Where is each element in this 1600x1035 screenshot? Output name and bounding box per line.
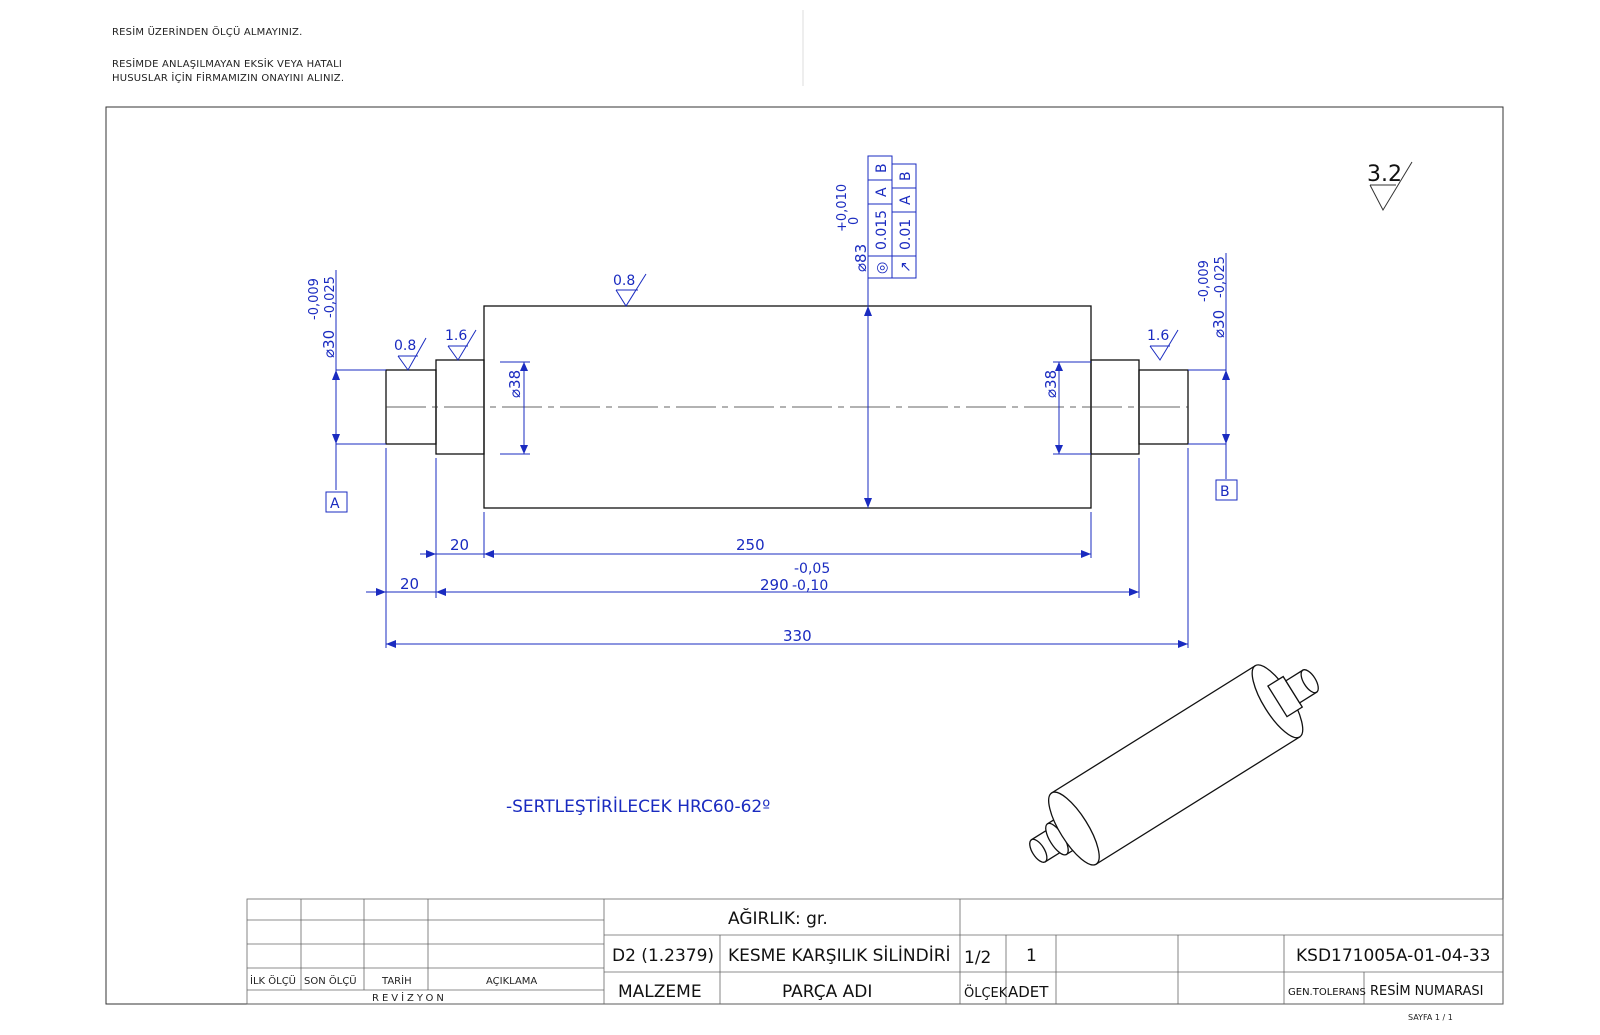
gdt-runout-ref1: A	[898, 195, 914, 205]
drawing-number-value: KSD171005A-01-04-33	[1296, 946, 1490, 966]
weight-label: AĞIRLIK: gr.	[728, 907, 828, 929]
left-shaft-tol-upper: -0,009	[307, 278, 322, 320]
gdt-concentricity-ref1: A	[874, 187, 890, 197]
len-mid-tol-lower: -0,10	[792, 578, 828, 594]
rev-first-measure: İLK ÖLÇÜ	[250, 974, 296, 987]
revision-texts: İLK ÖLÇÜ SON ÖLÇÜ TARİH AÇIKLAMA REVİZYO…	[250, 974, 1453, 1022]
drawing-number-label: RESİM NUMARASI	[1370, 983, 1484, 999]
tolerance-label: GEN.TOLERANS	[1288, 987, 1366, 998]
body-tol-upper: +0,010	[835, 184, 850, 232]
material-value: D2 (1.2379)	[612, 946, 714, 966]
roughness-values: 0.8 1.6 0.8 1.6	[394, 273, 1169, 354]
part-name-label: PARÇA ADI	[782, 982, 872, 1002]
revision-title: REVİZYON	[372, 991, 447, 1004]
scale-value: 1/2	[964, 948, 991, 968]
dimension-arrows	[332, 306, 1230, 648]
gdt-concentricity-symbol: ◎	[874, 262, 890, 274]
note-unclear-line2: HUSUSLAR İÇİN FİRMAMIZIN ONAYINI ALINIZ.	[112, 73, 345, 84]
material-label: MALZEME	[618, 982, 702, 1002]
rev-last-measure: SON ÖLÇÜ	[304, 974, 357, 987]
len-body-value: 250	[736, 536, 765, 554]
gdt-runout-value: 0.01	[898, 219, 914, 250]
note-unclear-line1: RESİMDE ANLAŞILMAYAN EKSİK VEYA HATALI	[112, 59, 343, 70]
drawing-border	[105, 106, 1504, 1005]
body-dia: ⌀83	[852, 244, 870, 272]
right-shaft-tol-lower: -0,025	[1213, 256, 1228, 298]
part-name-value: KESME KARŞILIK SİLİNDİRİ	[728, 945, 951, 966]
right-shaft-dia: ⌀30	[1210, 310, 1228, 338]
rev-date: TARİH	[381, 974, 412, 987]
dimension-lines	[335, 180, 1227, 648]
qty-value: 1	[1026, 946, 1037, 966]
gdt-concentricity-ref2: B	[874, 163, 890, 173]
isometric-view	[1029, 664, 1319, 866]
len-shaft-value: 20	[400, 575, 419, 593]
roughness-body: 0.8	[613, 273, 635, 289]
datum-a-label: A	[330, 496, 340, 512]
qty-label: ADET	[1008, 983, 1049, 1001]
right-step-dia: ⌀38	[1042, 370, 1060, 398]
general-roughness-value: 3.2	[1367, 162, 1402, 187]
gdt-runout-symbol: ↗	[898, 261, 914, 273]
gdt-frame: ◎ 0.015 A B ↗ 0.01 A B	[867, 155, 917, 279]
rev-description: AÇIKLAMA	[486, 976, 537, 987]
dimension-texts: ⌀30 -0,025 -0,009 ⌀30 -0,025 -0,009 ⌀38 …	[307, 184, 1228, 645]
datum-a: A	[325, 491, 348, 513]
len-total-value: 330	[783, 627, 812, 645]
general-roughness-symbol: 3.2	[1367, 161, 1413, 212]
gdt-concentricity-value: 0.015	[874, 210, 890, 250]
title-block	[246, 898, 1504, 1005]
left-step-dia: ⌀38	[506, 370, 524, 398]
roughness-left-shaft: 0.8	[394, 338, 416, 354]
left-shaft-dia: ⌀30	[320, 330, 338, 358]
datum-b: B	[1215, 479, 1238, 501]
title-block-texts: AĞIRLIK: gr. D2 (1.2379) KESME KARŞILIK …	[612, 907, 1490, 1002]
note-no-measure: RESİM ÜZERİNDEN ÖLÇÜ ALMAYINIZ.	[112, 27, 303, 38]
right-shaft-tol-upper: -0,009	[1197, 260, 1212, 302]
hardening-note: -SERTLEŞTİRİLECEK HRC60-62º	[506, 796, 770, 817]
roughness-left-step: 1.6	[445, 328, 467, 344]
scale-label: ÖLÇEK	[964, 984, 1008, 1001]
len-mid-tol-upper: -0,05	[794, 561, 830, 577]
body-tol-lower: 0	[847, 217, 862, 225]
len-mid-value: 290	[760, 576, 789, 594]
roughness-symbols	[397, 273, 1179, 371]
left-shaft-tol-lower: -0,025	[323, 276, 338, 318]
len-step-value: 20	[450, 536, 469, 554]
datum-b-label: B	[1220, 484, 1230, 500]
roughness-right-step: 1.6	[1147, 328, 1169, 344]
sheet-number: SAYFA 1 / 1	[1408, 1013, 1453, 1022]
gdt-runout-ref2: B	[898, 171, 914, 181]
